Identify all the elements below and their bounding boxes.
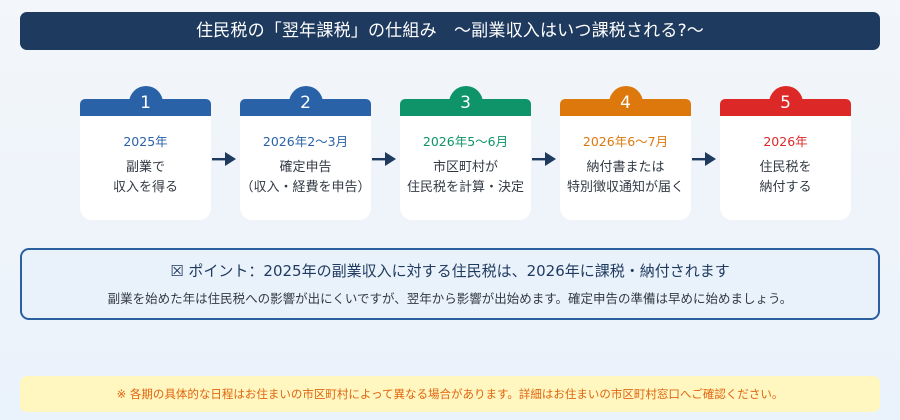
step-card: 2026年2～3月 確定申告 （収入・経費を申告） — [240, 116, 371, 220]
arrow-right-icon — [532, 152, 556, 166]
step-date: 2025年 — [123, 134, 168, 149]
step-date: 2026年2～3月 — [262, 134, 349, 149]
step-tab — [240, 99, 371, 116]
step-tab — [560, 99, 691, 116]
step-description: 市区町村が 住民税を計算・決定 — [406, 160, 524, 195]
step-2: 2 2026年2～3月 確定申告 （収入・経費を申告） — [240, 86, 371, 220]
step-number: 2 — [300, 93, 311, 113]
point-body: 副業を始めた年は住民税への影響が出にくいですが、翌年から影響が出始めます。確定申… — [107, 291, 793, 306]
step-card: 2026年6～7月 納付書または 特別徴収通知が届く — [560, 116, 691, 220]
step-card: 2026年 住民税を 納付する — [720, 116, 851, 220]
step-5: 5 2026年 住民税を 納付する — [720, 86, 851, 220]
step-number: 3 — [460, 93, 471, 113]
step-card: 2025年 副業で 収入を得る — [80, 116, 211, 220]
step-tab — [400, 99, 531, 116]
step-1: 1 2025年 副業で 収入を得る — [80, 86, 211, 220]
step-date: 2026年6～7月 — [582, 134, 669, 149]
disclaimer-note: ※ 各期の具体的な日程はお住まいの市区町村によって異なる場合があります。詳細はお… — [20, 376, 880, 412]
point-title: ☒ ポイント：2025年の副業収入に対する住民税は、2026年に課税・納付されま… — [170, 262, 730, 280]
step-card: 2026年5～6月 市区町村が 住民税を計算・決定 — [400, 116, 531, 220]
point-callout: ☒ ポイント：2025年の副業収入に対する住民税は、2026年に課税・納付されま… — [20, 248, 880, 320]
step-tab — [720, 99, 851, 116]
step-3: 3 2026年5～6月 市区町村が 住民税を計算・決定 — [400, 86, 531, 220]
step-4: 4 2026年6～7月 納付書または 特別徴収通知が届く — [560, 86, 691, 220]
step-number: 5 — [780, 93, 791, 113]
step-tab — [80, 99, 211, 116]
step-date: 2026年 — [763, 134, 808, 149]
step-number: 1 — [140, 93, 151, 113]
page-title: 住民税の「翌年課税」の仕組み ～副業収入はいつ課税される?～ — [20, 12, 880, 50]
step-description: 住民税を 納付する — [759, 160, 812, 195]
step-date: 2026年5～6月 — [422, 134, 509, 149]
step-description: 確定申告 （収入・経費を申告） — [240, 160, 371, 195]
arrow-right-icon — [692, 152, 716, 166]
arrow-right-icon — [372, 152, 396, 166]
arrow-right-icon — [212, 152, 236, 166]
step-description: 納付書または 特別徴収通知が届く — [566, 160, 684, 195]
step-description: 副業で 収入を得る — [112, 160, 178, 195]
step-number: 4 — [620, 93, 631, 113]
